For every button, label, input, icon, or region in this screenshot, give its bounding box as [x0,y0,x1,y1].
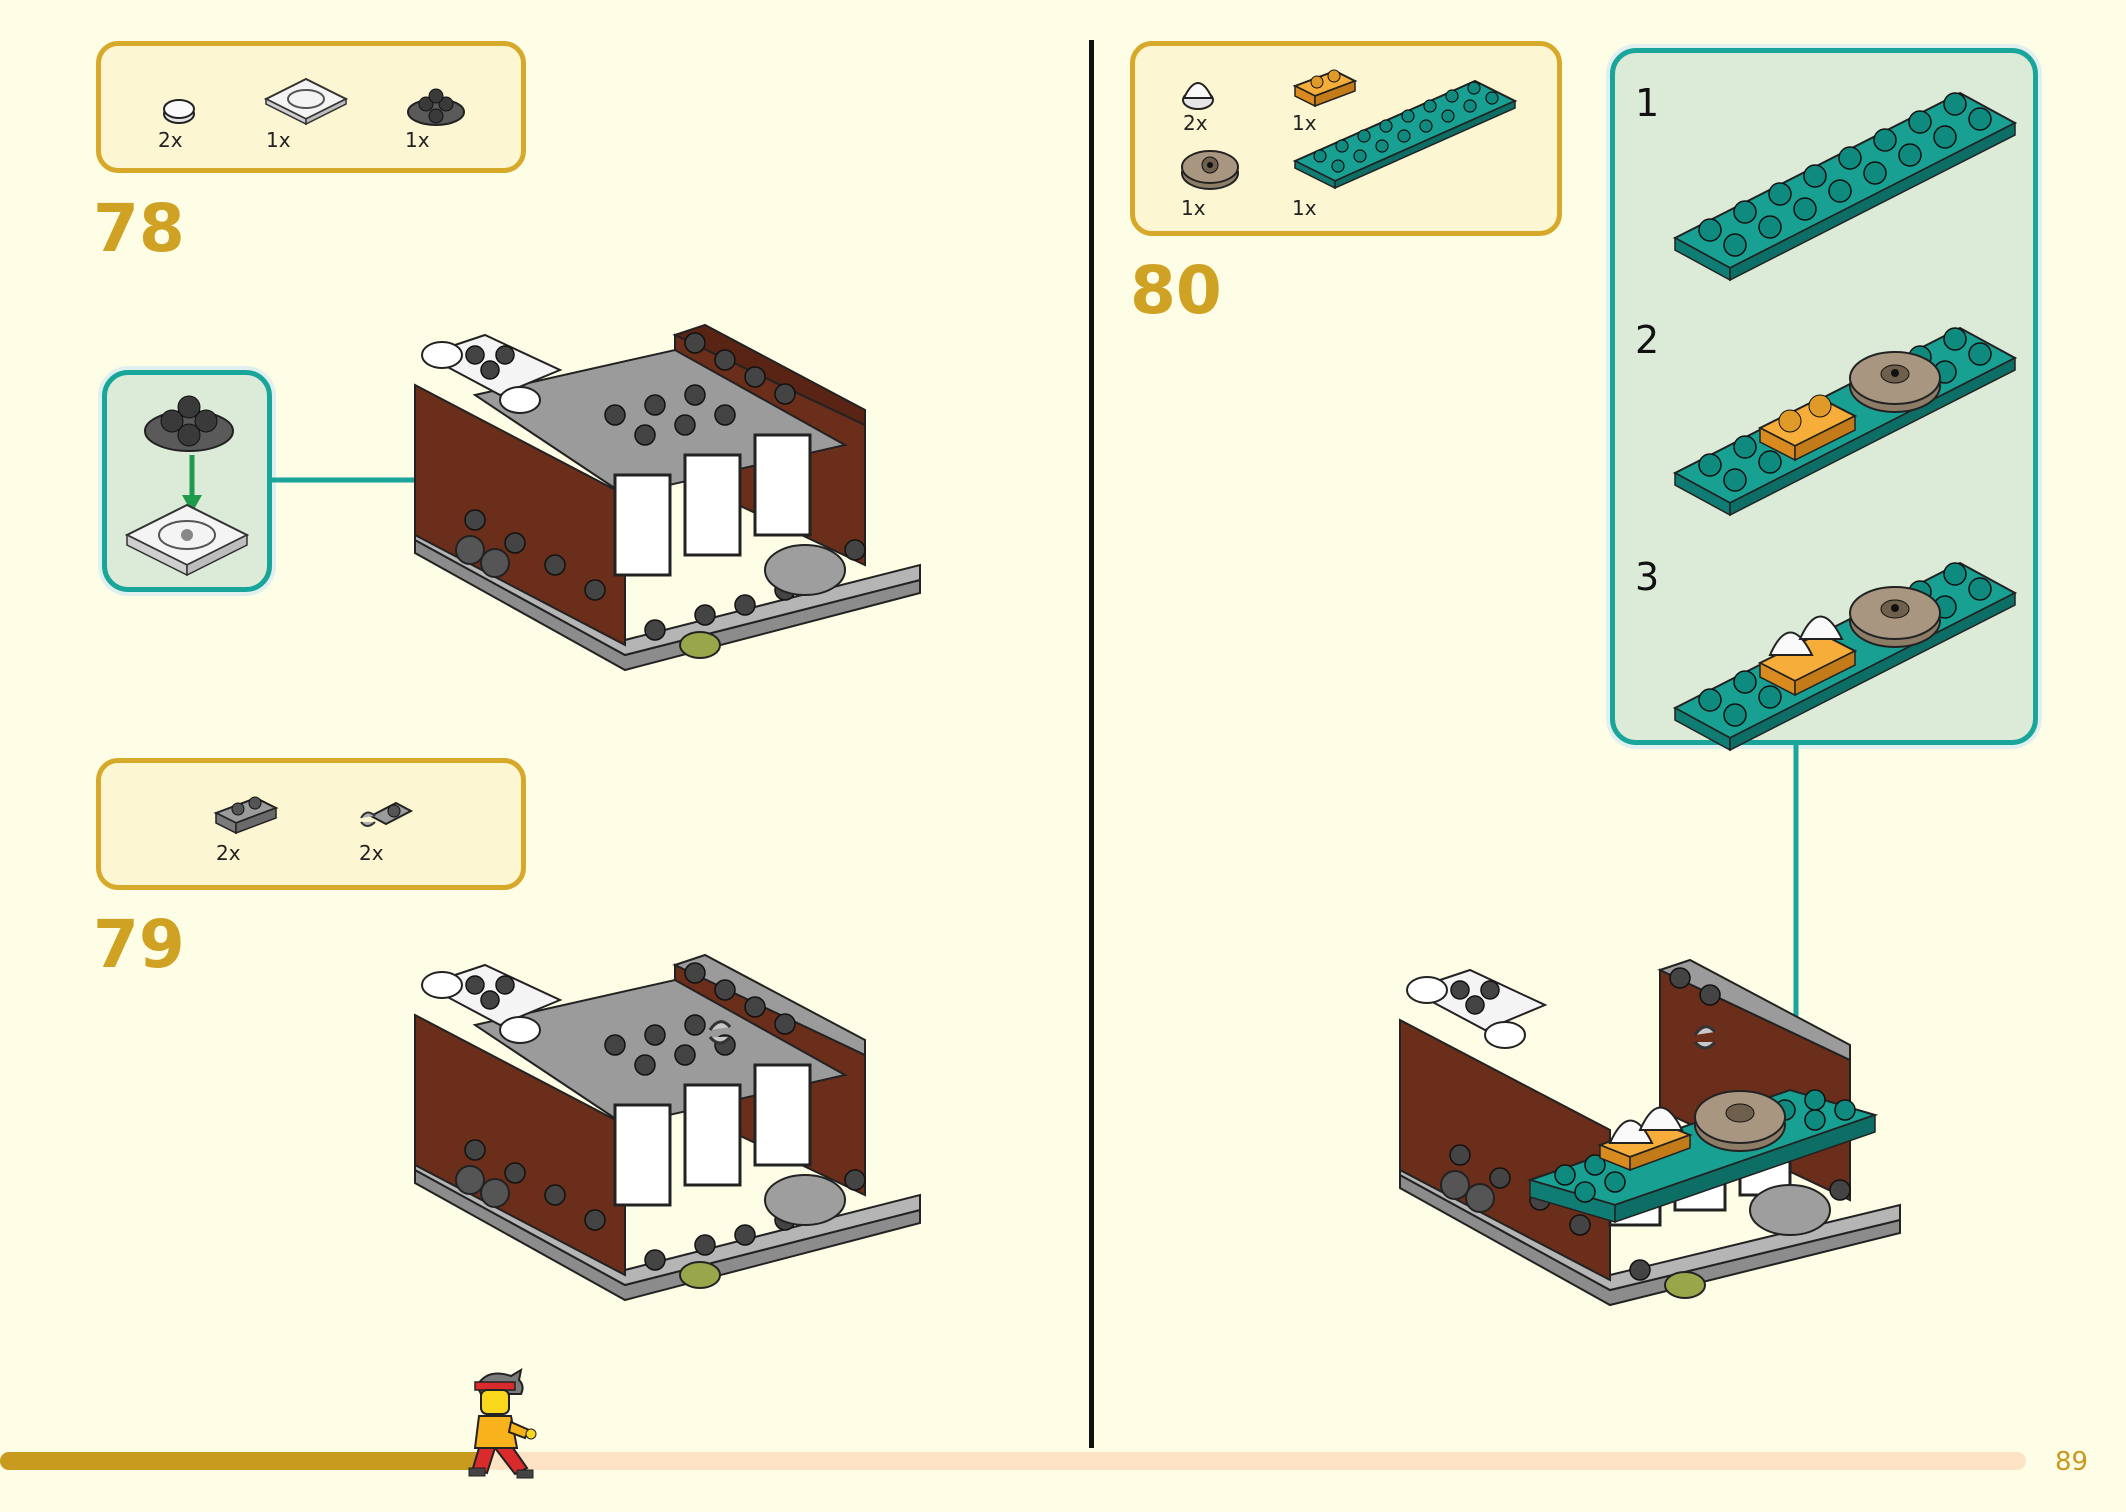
step-number-79: 79 [93,906,185,983]
qty-label: 1x [1292,196,1317,220]
parts-box-step-78: 2x 1x 1x [96,41,526,173]
step-number-80: 80 [1130,252,1222,329]
qty-label: 1x [266,128,291,152]
qty-label: 2x [359,841,384,865]
substep-number-1: 1 [1635,81,1660,125]
white-round-tile-icon [163,99,195,124]
teal-plate-2x8-icon [1672,91,2018,282]
gray-round-plate-icon [144,395,234,452]
step-number-78: 78 [93,190,185,267]
white-turntable-plate-icon [124,503,250,577]
page-number: 89 [2055,1447,2089,1477]
model-illustration-step-78 [414,323,921,672]
parts-box-step-79: 2x 2x [96,758,526,890]
qty-label: 1x [1181,196,1206,220]
model-illustration-step-79 [414,953,921,1302]
gray-round-plate-icon [407,88,465,126]
qty-label: 2x [1183,111,1208,135]
orange-plate-1x2-icon [1292,69,1358,108]
progress-fill [0,1452,486,1470]
substep-number-3: 3 [1635,555,1660,599]
qty-label: 1x [1292,111,1317,135]
substep-number-2: 2 [1635,318,1660,362]
qty-label: 2x [158,128,183,152]
model-illustration-step-80 [1399,958,1901,1307]
gray-plate-1x2-icon [213,796,279,835]
substep-3-illustration [1672,561,2018,752]
assembly-arrow-icon [182,455,202,513]
sub-assembly-callout: 1 2 3 [1610,48,2038,752]
qty-label: 2x [216,841,241,865]
page-divider [1089,40,1094,1448]
white-dumpling-icon [1182,82,1214,110]
tan-round-plate-icon [1181,150,1239,190]
parts-box-step-80: 2x 1x 1x 1x [1130,41,1562,236]
substep-2-illustration [1672,326,2018,517]
minifigure-runner-icon [468,1367,537,1479]
callout-step-78 [102,370,272,592]
gray-clip-plate-icon [360,801,414,827]
teal-plate-2x8-icon [1292,79,1518,190]
qty-label: 1x [405,128,430,152]
white-turntable-plate-icon [263,77,349,126]
